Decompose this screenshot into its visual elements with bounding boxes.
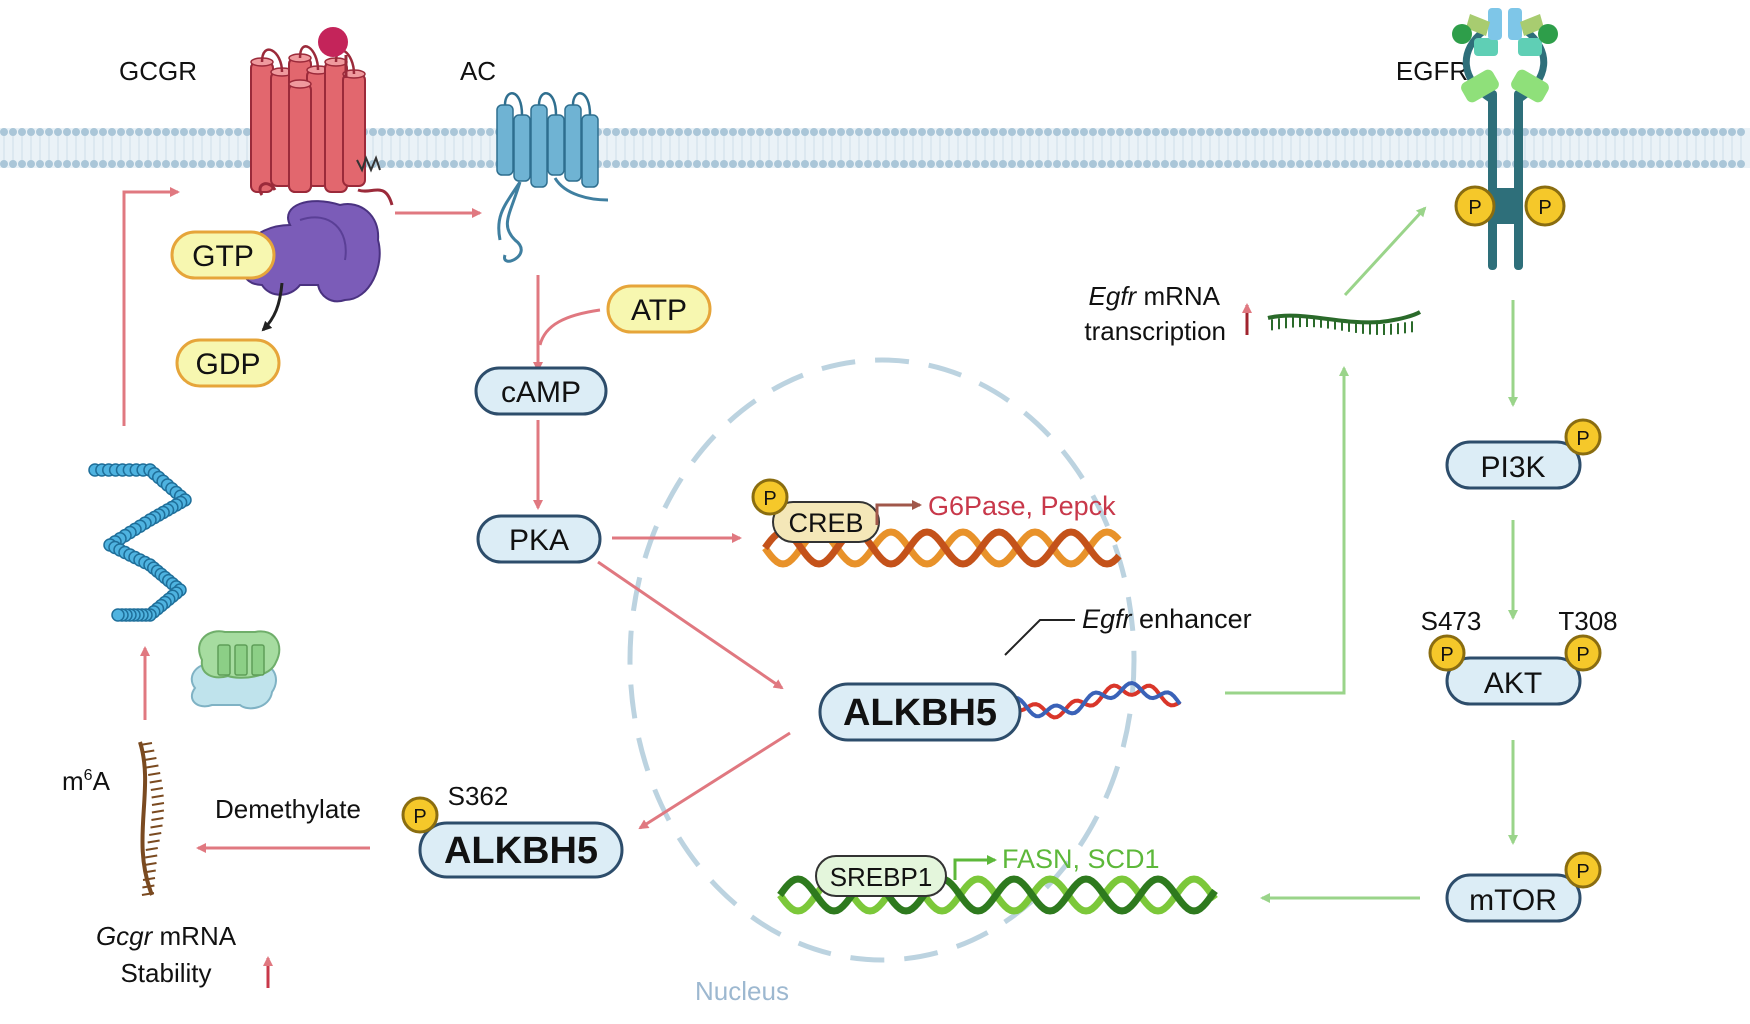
akt-pill xyxy=(1445,656,1582,706)
adenylyl-cyclase-icon xyxy=(496,92,609,263)
svg-text:P: P xyxy=(413,806,426,828)
mtor-phospho: P xyxy=(1564,851,1602,889)
gtp-label: GTP xyxy=(192,240,254,273)
svg-text:P: P xyxy=(1576,428,1589,450)
pka-to-alkbh5-arrow xyxy=(597,560,784,690)
alkbh5-cyto-pill xyxy=(418,821,624,879)
ac-label: AC xyxy=(460,56,496,86)
svg-text:P: P xyxy=(763,488,776,510)
srebp1-targets-label: FASN, SCD1 xyxy=(1002,844,1160,874)
egfr-phospho-left: P xyxy=(1454,185,1496,227)
pi3k-phospho: P xyxy=(1564,418,1602,456)
srebp1-label: SREBP1 xyxy=(830,862,933,892)
gdp-label: GDP xyxy=(195,348,260,381)
svg-text:P: P xyxy=(1538,197,1551,219)
demethylate-label: Demethylate xyxy=(215,794,361,824)
alkbh5-to-egfr-mrna-arrow xyxy=(1225,366,1349,695)
egfr-label: EGFR xyxy=(1396,56,1468,86)
egfr-enhancer-label: Egfr enhancer xyxy=(1082,604,1252,634)
egfr-mrna-to-receptor-arrow xyxy=(1343,206,1427,297)
akt-phospho-t308: P xyxy=(1564,634,1602,672)
creb-pill xyxy=(772,501,880,543)
svg-text:P: P xyxy=(1576,644,1589,666)
egfr-receptor-icon xyxy=(1452,8,1558,270)
s362-label: S362 xyxy=(448,781,509,811)
gcgr-receptor-icon xyxy=(250,27,394,206)
egfr-mrna-label: Egfr mRNA xyxy=(1089,281,1221,311)
s473-label: S473 xyxy=(1421,606,1482,636)
camp-label: cAMP xyxy=(501,376,581,409)
t308-label: T308 xyxy=(1558,606,1617,636)
nucleus-label: Nucleus xyxy=(695,976,789,1006)
mtor-pill xyxy=(1445,873,1582,923)
atp-label: ATP xyxy=(631,294,687,327)
transcription-label: transcription xyxy=(1084,316,1226,346)
akt-phospho-s473: P xyxy=(1428,634,1466,672)
stability-label: Stability xyxy=(120,958,211,988)
creb-transcription-arrow xyxy=(875,500,922,525)
enhancer-pointer xyxy=(1004,619,1075,656)
gcgr-mrna-label: Gcgr mRNA xyxy=(96,921,237,951)
creb-label: CREB xyxy=(788,508,863,538)
protein-to-gcgr-arrow xyxy=(122,187,180,426)
m6a-label: m6A xyxy=(62,766,111,796)
egfr-phospho-right: P xyxy=(1524,185,1566,227)
camp-pill xyxy=(474,366,608,416)
alkbh5-nuclear-pill xyxy=(818,682,1022,742)
akt-label: AKT xyxy=(1484,667,1542,700)
creb-targets-label: G6Pase, Pepck xyxy=(928,491,1116,521)
atp-pill xyxy=(606,284,712,334)
gtp-to-gdp-arrow xyxy=(261,282,284,332)
srebp1-transcription-arrow xyxy=(953,855,997,880)
alkbh5-cyto-label: ALKBH5 xyxy=(444,830,598,872)
svg-text:P: P xyxy=(1468,197,1481,219)
atp-join-line xyxy=(538,308,601,346)
ribosome-icon xyxy=(190,630,281,710)
gdp-pill xyxy=(175,338,281,388)
alkbh5-to-cyto-arrow xyxy=(638,731,791,830)
pi3k-pill xyxy=(1445,440,1582,490)
alkbh5-nuclear-label: ALKBH5 xyxy=(843,692,997,734)
creb-phospho: P xyxy=(751,478,789,516)
mtor-label: mTOR xyxy=(1469,884,1557,917)
egfr-mrna-strand-icon xyxy=(1267,310,1422,335)
svg-text:P: P xyxy=(1440,644,1453,666)
protein-chain-icon xyxy=(88,463,192,622)
alkbh5-phospho: P xyxy=(401,796,439,834)
nucleus-envelope xyxy=(627,357,1137,963)
gtp-pill xyxy=(170,230,276,280)
pka-label: PKA xyxy=(509,524,569,557)
mrna-strand-icon xyxy=(138,741,165,896)
gcgr-label: GCGR xyxy=(119,56,197,86)
pka-pill xyxy=(476,514,602,564)
pi3k-label: PI3K xyxy=(1480,451,1545,484)
svg-text:P: P xyxy=(1576,861,1589,883)
srebp1-pill xyxy=(815,855,947,897)
